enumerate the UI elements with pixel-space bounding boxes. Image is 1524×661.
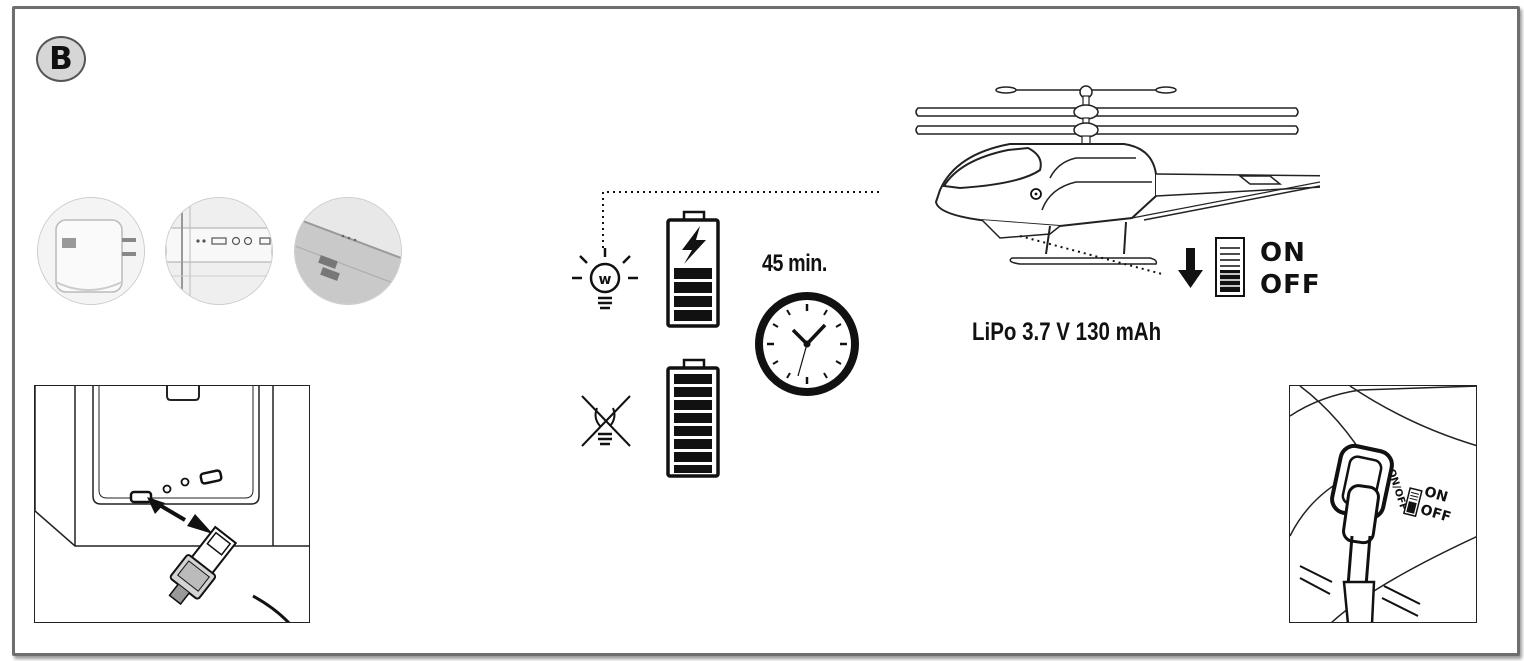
power-switch-indicator — [1178, 237, 1245, 297]
slide-switch-icon — [1215, 237, 1245, 297]
clock-icon — [755, 292, 859, 396]
usb-wall-adapter-photo — [38, 198, 144, 304]
power-bank-photo — [295, 198, 401, 304]
svg-text:w: w — [599, 272, 612, 288]
inset-on-label: ON — [1422, 484, 1449, 506]
computer-usb-port-photo — [166, 198, 272, 304]
battery-full-icon — [666, 358, 720, 478]
helicopter-illustration — [915, 85, 1320, 275]
battery-spec-label: LiPo 3.7 V 130 mAh — [972, 318, 1162, 346]
switch-off-label: OFF — [1260, 270, 1321, 300]
switch-on-label: ON — [1260, 238, 1306, 268]
inset-off-label: OFF — [1418, 502, 1452, 526]
charging-status-diagram: w — [572, 191, 880, 478]
charge-time-label: 45 min. — [762, 250, 827, 277]
step-badge: B — [36, 36, 86, 82]
arrow-down-icon — [1178, 248, 1203, 288]
battery-charging-icon — [666, 210, 720, 328]
usb-connection-inset — [34, 385, 310, 623]
led-off-bulb-icon — [581, 395, 631, 447]
led-on-bulb-icon: w — [572, 248, 638, 310]
switch-closeup-inset: ON/OFF ON OFF — [1289, 385, 1477, 623]
